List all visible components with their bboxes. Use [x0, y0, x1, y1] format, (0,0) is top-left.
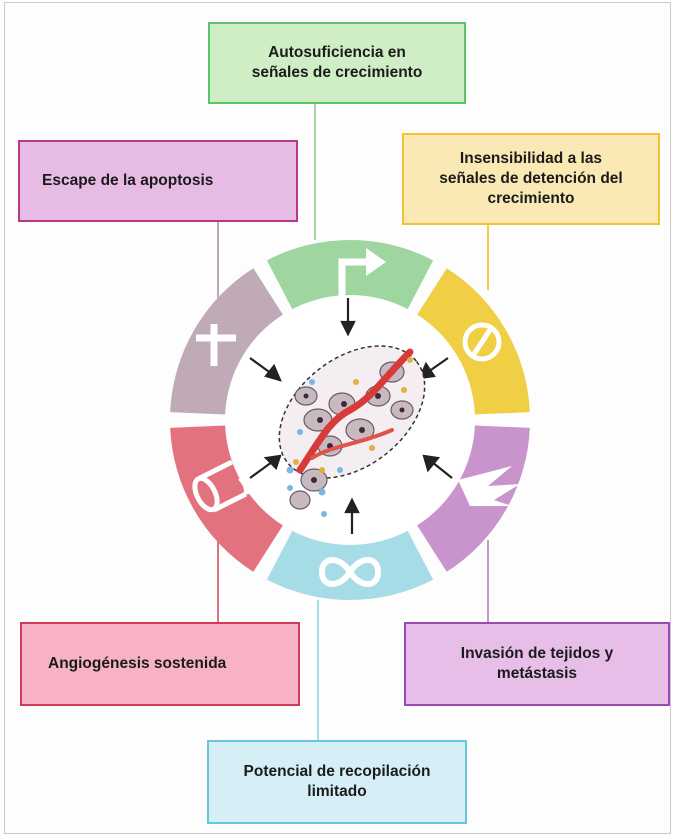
arrow-in-bottom	[344, 497, 360, 534]
label-angiogenesis: Angiogénesis sostenida	[20, 622, 300, 706]
ring-segment-angiogenesis	[170, 425, 283, 572]
arrow-in-bottom-right	[422, 454, 453, 479]
label-insensitivity: Insensibilidad a las señales de detenció…	[402, 133, 660, 225]
arrow-in-top	[340, 298, 356, 337]
ring-segment-growth	[266, 240, 434, 310]
ring-segment-replication	[266, 530, 434, 600]
arrow-icon	[338, 248, 386, 296]
no-entry-icon	[462, 322, 502, 362]
vessel-icon	[192, 459, 249, 513]
cross-icon	[196, 324, 236, 366]
infinity-icon	[318, 557, 382, 587]
label-replication: Potencial de recopilación limitado	[207, 740, 467, 824]
arrow-in-bottom-left	[249, 454, 282, 479]
ring-segment-insensitivity	[417, 268, 530, 415]
label-invasion: Invasión de tejidos y metástasis	[404, 622, 670, 706]
jagged-icon	[458, 466, 520, 506]
arrow-in-top-left	[249, 357, 282, 382]
label-growth-signals: Autosuficiencia en señales de crecimient…	[208, 22, 466, 104]
label-apoptosis: Escape de la apoptosis	[18, 140, 298, 222]
tumor-illustration	[278, 345, 426, 517]
